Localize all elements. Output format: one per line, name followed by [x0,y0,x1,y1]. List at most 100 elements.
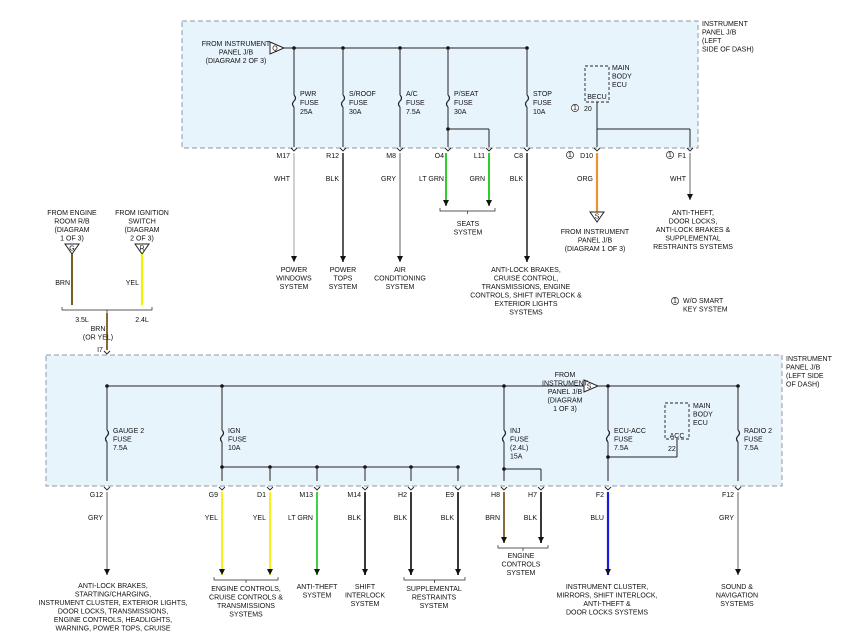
note-number: 1 [673,298,677,305]
connector-pin [454,486,462,491]
dest-antilock: CONTROLS, SHIFT INTERLOCK & [470,293,582,300]
note-text: W/O SMART [683,298,724,305]
dest-power-windows: WINDOWS [276,276,312,283]
dest-shift-interlock: SYSTEM [351,601,380,608]
connector-pin [313,486,321,491]
wire-color-label: GRY [381,176,396,183]
variant-label: 3.5L [75,317,89,324]
fuse-label: A/C [406,91,418,98]
dest-antilock: WARNING, POWER TOPS, CRUISE [56,626,171,632]
group-bracket [61,307,153,313]
from-ignition: 2 OF 3) [130,236,154,243]
connector-pin [604,486,612,491]
fuse-symbol [397,94,403,108]
dest-engine-controls-2: ENGINE [508,553,535,560]
note-circle [666,151,674,159]
arrow-icon [486,200,492,206]
wire-color-label: BRN [485,515,500,522]
fuse-label: RADIO 2 [744,428,772,435]
fuse-label: 25A [300,109,313,116]
ecu-pin-number: 22 [668,446,676,453]
dest-antilock: CRUISE CONTROL, [494,276,559,283]
panel-label: PANEL J/B [702,30,737,37]
dest-engine-controls: CRUISE CONTROLS & [209,595,283,602]
note-number: 1 [668,152,672,159]
arrow-icon [267,569,273,575]
from-ignition: FROM IGNITION [115,210,169,217]
arrow-icon [443,200,449,206]
from-engine-room: (DIAGRAM [55,227,90,234]
arrow-icon [219,569,225,575]
fuse-label: P/SEAT [454,91,479,98]
fuse-label: 7.5A [744,445,759,452]
wire-color-label: BLU [590,515,604,522]
dest-instrument-cluster: ANTI-THEFT & [583,601,631,608]
wire-color-label: WHT [670,176,687,183]
ecu-pin: BECU [587,94,606,101]
fuse-label: FUSE [300,100,319,107]
dest-supplemental: SYSTEM [420,603,449,610]
dest-antilock: SYSTEMS [509,310,543,317]
from-ip-label: PANEL J/B [578,238,613,245]
dest-ac: AIR [394,267,406,274]
connector-pin [734,486,742,491]
fuse-label: (2.4L) [510,445,528,452]
wire-color-label: BLK [348,515,362,522]
connector-pin-label: C8 [514,153,523,160]
from-engine-room: ROOM R/B [54,219,90,226]
connector-pin [523,147,531,152]
source-label: FROM INSTRUMENT [202,41,271,48]
dest-ac: CONDITIONING [374,276,426,283]
fuse-label: FUSE [454,100,473,107]
connector-pin [537,486,545,491]
connector-pin-label: F2 [596,492,604,499]
wire-color-label: GRY [88,515,103,522]
connector-pin [290,147,298,152]
wire-color-label: YEL [205,515,218,522]
ecu-label: MAIN [612,65,630,72]
source-label: FROM [555,372,576,379]
arrow-icon [291,256,297,262]
ecu-label: BODY [612,74,632,81]
fuse-label: 10A [228,445,241,452]
variant-label: 2.4L [135,317,149,324]
panel-label: INSTRUMENT [702,21,749,28]
arrow-icon [104,569,110,575]
wire-color-label: LT GRN [288,515,313,522]
dest-engine-controls: TRANSMISSIONS [217,603,275,610]
source-label: PANEL J/B [219,50,254,57]
group-bracket [213,577,279,583]
fuse-symbol [291,94,297,108]
dest-power-tops: SYSTEM [329,284,358,291]
connector-pin-label: M17 [276,153,290,160]
source-triangle-s [589,211,605,223]
arrow-icon [735,569,741,575]
connector-pin [686,147,694,152]
dest-antitheft: SYSTEM [303,593,332,600]
source-label: PANEL J/B [548,389,583,396]
merged-wire: (OR YEL) [83,335,113,342]
ecu-label: ECU [612,82,627,89]
connector-pin-label: H8 [491,492,500,499]
note-circle [566,151,574,159]
note-number: 1 [573,105,577,112]
dest-engine-controls: SYSTEMS [229,612,263,619]
dest-antilock: EXTERIOR LIGHTS [494,301,557,308]
connector-pin-label: D10 [580,153,593,160]
wire-color-label: WHT [274,176,291,183]
source-tag: Q [272,46,278,53]
connector-pin-label: F12 [722,492,734,499]
dest-sound-nav: NAVIGATION [716,593,758,600]
connector-pin [339,147,347,152]
junction-dot [220,465,224,469]
fuse-label: 7.5A [113,445,128,452]
dest-antilock: ANTI-LOCK BRAKES, [491,267,561,274]
dest-instrument-cluster: MIRRORS, SHIFT INTERLOCK, [557,593,658,600]
fuse-label: 7.5A [406,109,421,116]
wire-color-label: YEL [253,515,266,522]
dest-antilock: STARTING/CHARGING, [75,592,151,599]
from-ip-label: FROM INSTRUMENT [561,229,630,236]
fuse-label: GAUGE 2 [113,428,144,435]
connector-pin-label: D1 [257,492,266,499]
